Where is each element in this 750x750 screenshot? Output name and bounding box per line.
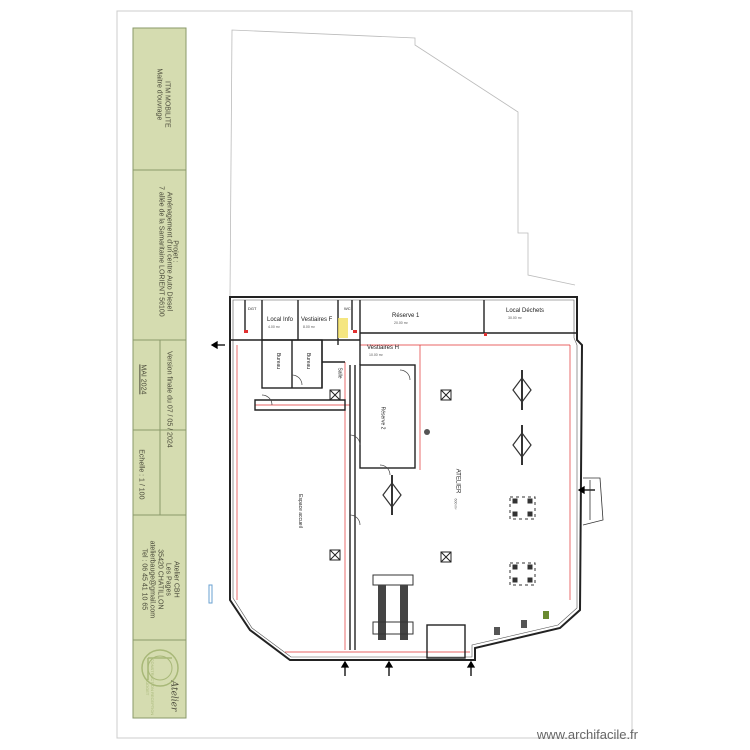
axis-lines (236, 344, 571, 653)
room-atelier-label: ATELIER (454, 468, 461, 494)
architect-email: atelierbauge@gmail.com (148, 540, 156, 619)
exterior-stair (582, 477, 604, 526)
wc-highlight (338, 318, 348, 338)
room-dgt-label: DGT (248, 306, 257, 311)
room-local-info-area: 4.00 m² (268, 325, 280, 329)
entrance-arrows (210, 340, 595, 676)
lot-boundary (229, 29, 576, 297)
watermark: www.archifacile.fr (536, 727, 638, 742)
offices-block (254, 339, 346, 411)
room-bureau-2-label: Bureau (305, 352, 312, 370)
building-outline-inner (232, 299, 578, 658)
truck-lift (372, 574, 414, 640)
utility-mark (208, 584, 213, 604)
room-vestiaires-f-area: 8.00 m² (303, 325, 315, 329)
room-atelier-area: 600 m² (453, 498, 458, 510)
architect-address2: 35420 CHATILLON (156, 549, 164, 610)
room-vestiaires-h-label: Vestiaires H (367, 345, 400, 351)
room-accueil-label: Espace accueil (296, 494, 303, 528)
red-marks (244, 330, 487, 336)
room-salle-label: Salle (336, 367, 343, 379)
room-reserve-area: 20.00 m² (394, 321, 408, 325)
logo-caption: CONSTRUCTION RECEPTION BUDGET (145, 658, 155, 716)
room-reserve-label: Réserve 1 (392, 313, 420, 319)
scale-text: Echelle : 1 / 100 (137, 449, 145, 500)
two-post-lifts (509, 496, 536, 586)
room-wc-label: WC (344, 306, 351, 311)
room-bureau-1-label: Bureau (275, 352, 282, 370)
architect-name: Atelier CBH (172, 561, 180, 598)
sheet-frame (116, 10, 633, 739)
room-vestiaires-h-area: 10.00 m² (369, 353, 383, 357)
vehicle-lifts (382, 370, 532, 515)
signature-text: Atelier (168, 680, 179, 712)
title-block (132, 27, 187, 719)
machine-icons (424, 429, 549, 635)
room-vestiaires-f-label: Vestiaires F (301, 317, 333, 323)
architect-address1: Les Pages (164, 562, 172, 596)
room-local-info-label: Local Info (267, 317, 294, 323)
logo (141, 649, 179, 687)
door-swings (261, 369, 411, 526)
project-line1: Aménagement d'un centre Auto Diesel (165, 191, 173, 311)
owner-name: ITM MOBILITE (163, 81, 171, 128)
room-reserve-2-label: Réserve 2 (379, 406, 386, 430)
equipment-box (426, 624, 466, 659)
project-line2: 7 allée de la Samaritaine LORIENT 56100 (157, 186, 165, 317)
room-local-dechets-label: Local Déchets (506, 308, 545, 314)
room-local-dechets-area: 30.00 m² (508, 316, 522, 320)
structural-columns (329, 389, 452, 563)
architect-tel: Tel : 06 45 41 10 65 (140, 548, 148, 611)
date-text: MAI 2024 (139, 364, 147, 395)
version-text: Version finale du 07 / 05 / 2024 (165, 351, 173, 448)
